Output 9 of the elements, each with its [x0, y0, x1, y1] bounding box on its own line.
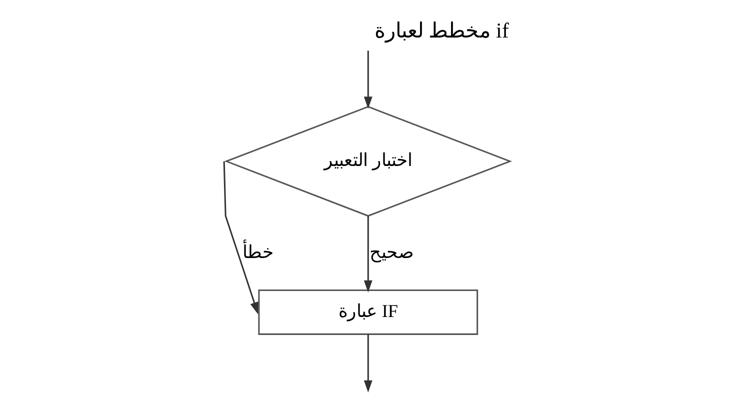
edge-label: صحيح — [370, 242, 414, 262]
arrow — [364, 50, 372, 109]
edge-label: خطأ — [242, 242, 274, 262]
diagram-title: مخطط لعبارة if — [374, 18, 509, 43]
arrow — [364, 334, 372, 392]
arrow — [364, 216, 372, 292]
node-diamond: اختبار التعبير — [224, 106, 512, 217]
node-box: عبارة IF — [258, 289, 478, 335]
arrow — [223, 161, 258, 314]
